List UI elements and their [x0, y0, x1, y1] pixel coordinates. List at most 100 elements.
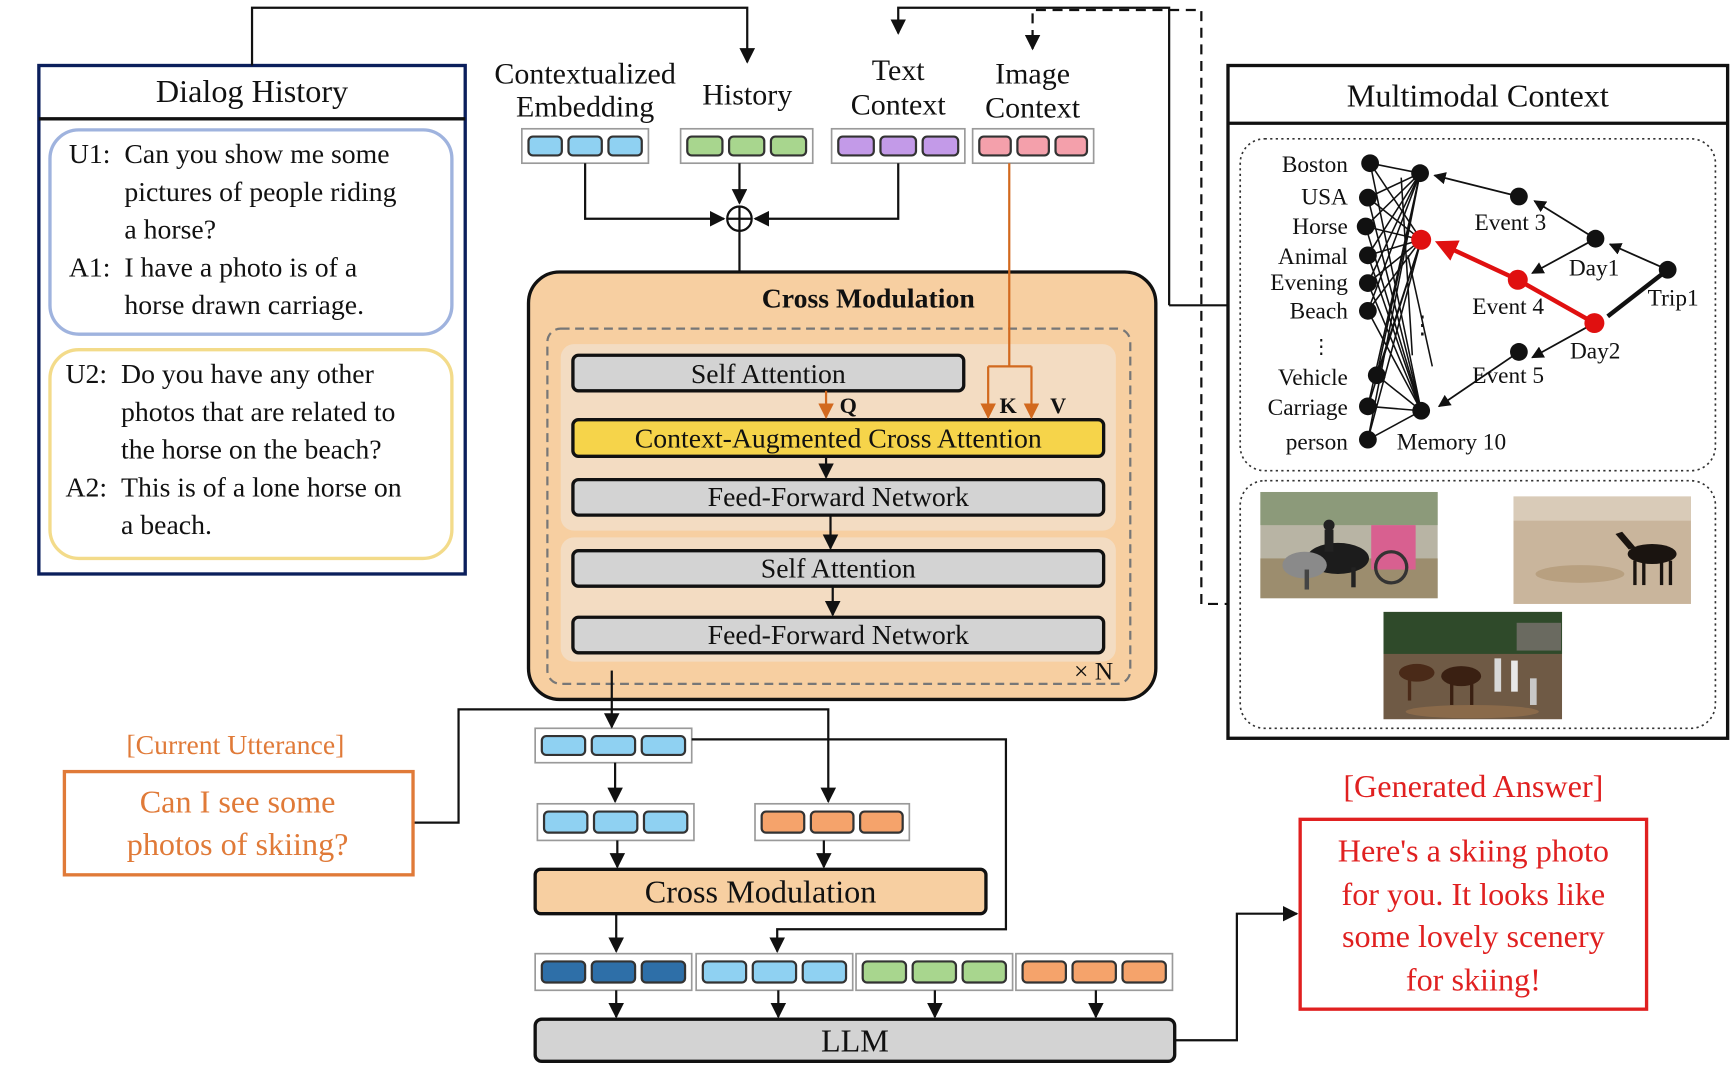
self-attention-1 [571, 353, 966, 393]
multimodal-context-title: Multimodal Context [1347, 78, 1609, 114]
entity-node-horse [1356, 217, 1375, 236]
u1-line-1: Can you show me some [124, 139, 390, 170]
history-tokens [679, 127, 814, 165]
answer-line-4: for skiing! [1406, 961, 1541, 997]
dialog-history-panel: Dialog History [37, 63, 467, 576]
answer-line-1: Here's a skiing photo [1338, 833, 1609, 869]
entity-vehicle: Vehicle [1278, 365, 1348, 391]
llm-label: LLM [821, 1022, 889, 1058]
llm-input-green-tokens [855, 952, 1014, 992]
history-tokens-cell [727, 135, 766, 157]
utterance-orange-tokens-cell [760, 810, 806, 834]
hub-node-h3 [1412, 401, 1431, 420]
a1-line-2: horse drawn carriage. [124, 290, 365, 321]
ellipsis-dots-mid: ⋮ [1410, 312, 1434, 339]
k-label: K [1000, 393, 1018, 418]
horse-on-beach-photo [1513, 496, 1691, 604]
text-context-tokens [830, 127, 966, 165]
speaker-u1: U1: [68, 139, 111, 170]
speaker-u2: U2: [65, 359, 108, 390]
entity-animal: Animal [1278, 244, 1348, 270]
ffn-2-label: Feed-Forward Network [708, 620, 969, 651]
horse-drawn-carriage-photo [1260, 491, 1438, 599]
people-with-horses-photo [1383, 611, 1563, 720]
block-output-tokens-cell [540, 734, 587, 757]
highlighted-hub-node [1411, 229, 1432, 250]
sum-node [726, 205, 753, 233]
image-context-tokens-cell [1054, 135, 1089, 157]
llm-input-orange-tokens [1015, 952, 1174, 992]
u2-line-3: the horse on the beach? [121, 435, 382, 466]
llm-input-blue-tokens-cell [801, 960, 848, 984]
image-context-label-2: Context [985, 92, 1081, 125]
self-attention-2 [571, 548, 1106, 588]
current-utterance-line-1: Can I see some [140, 784, 336, 820]
day-1-node [1586, 229, 1605, 248]
entity-boston: Boston [1282, 152, 1348, 178]
llm-input-dark-tokens [534, 952, 693, 992]
u2-line-2: photos that are related to [121, 397, 396, 428]
ffn-1-label: Feed-Forward Network [708, 482, 969, 513]
contextualized-embedding-label: Contextualized [494, 57, 675, 90]
text-context-tokens-cell [879, 135, 918, 157]
event-3-node [1510, 187, 1528, 206]
cross-attention-label: Context-Augmented Cross Attention [635, 423, 1042, 454]
a2-line-1: This is of a lone horse on [121, 472, 402, 503]
trip-1-node [1658, 260, 1677, 279]
cross-modulation-small-label: Cross Modulation [645, 874, 877, 910]
v-label: V [1050, 393, 1066, 418]
event-4-node [1507, 269, 1528, 290]
cross-attention [571, 417, 1106, 458]
event-3-label: Event 3 [1474, 210, 1546, 236]
ffn-2 [571, 615, 1106, 655]
event-4-label: Event 4 [1472, 294, 1544, 320]
current-utterance-line-2: photos of skiing? [127, 826, 349, 862]
text-context-label-2: Context [851, 88, 947, 121]
hub-node-h1 [1411, 164, 1429, 183]
image-context-label: Image [995, 57, 1070, 90]
entity-node-beach [1359, 301, 1377, 320]
block-output-tokens-cell [590, 734, 637, 757]
llm-input-blue-tokens-cell [701, 960, 748, 984]
current-utterance-label: [Current Utterance] [126, 730, 344, 761]
llm-input-orange-tokens-cell [1071, 960, 1117, 984]
utterance-embedding-tokens-cell [542, 810, 589, 834]
utterance-embedding-tokens [536, 802, 695, 842]
u1-line-2: pictures of people riding [124, 177, 397, 208]
contextualized-embedding-tokens-cell [527, 135, 563, 157]
current-utterance-box [62, 769, 415, 877]
entity-node-carriage [1359, 397, 1377, 416]
llm-input-blue-tokens [695, 952, 854, 992]
entity-node-usa [1359, 188, 1377, 207]
ffn-1 [571, 477, 1106, 517]
llm-input-green-tokens-cell [961, 960, 1008, 984]
text-context-label: Text [872, 54, 926, 87]
repeat-label: × N [1074, 656, 1113, 685]
day-2-label: Day2 [1570, 339, 1620, 365]
entity-node-evening [1359, 274, 1377, 292]
trip-1-label: Trip1 [1648, 285, 1699, 311]
utterance-orange-tokens [754, 802, 911, 842]
cross-modulation-block: Cross Modulation Self Attention Context-… [526, 163, 1158, 702]
entity-usa: USA [1301, 184, 1348, 210]
contextualized-embedding-label-2: Embedding [516, 91, 654, 124]
block-output-tokens [534, 727, 693, 764]
self-attention-1-label: Self Attention [691, 359, 846, 390]
entity-node-animal [1359, 246, 1377, 265]
contextualized-embedding-tokens-cell [607, 135, 643, 157]
text-context-tokens-cell [921, 135, 960, 157]
llm-input-dark-tokens-cell [640, 960, 687, 984]
contextualized-embedding-tokens-cell [567, 135, 603, 157]
entity-node-boston [1361, 154, 1379, 173]
llm-input-green-tokens-cell [861, 960, 908, 984]
image-context-tokens [971, 127, 1095, 165]
generated-answer-label: [Generated Answer] [1343, 768, 1603, 804]
cross-modulation-title: Cross Modulation [762, 284, 976, 315]
llm-input-dark-tokens-cell [590, 960, 637, 984]
history-tokens-cell [686, 135, 724, 157]
event-5-node [1510, 343, 1528, 361]
entity-node-vehicle [1367, 366, 1386, 385]
llm-input-orange-tokens-cell [1121, 960, 1167, 984]
text-context-tokens-cell [837, 135, 875, 157]
